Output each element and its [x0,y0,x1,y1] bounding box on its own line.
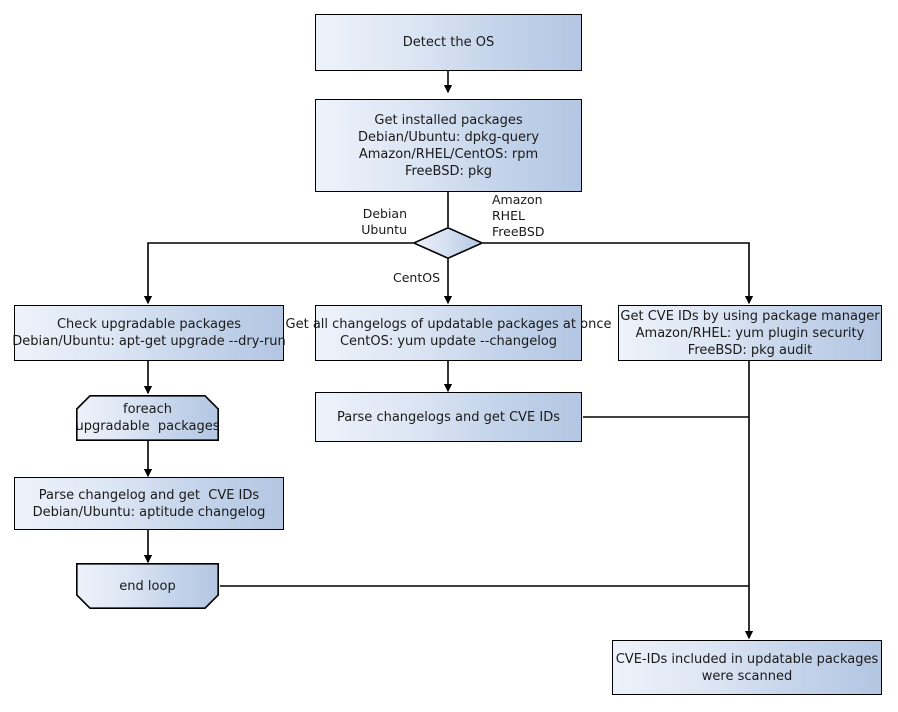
node-parse-changelogs-centos[interactable]: Parse changelogs and get CVE IDs [315,392,582,442]
edge-label-centos: CentOS [392,270,440,285]
diamond-outline [413,227,483,259]
node-get-cve-package-manager-label: Get CVE IDs by using package manager Ama… [620,308,880,358]
edge-label-debian-ubuntu: Debian Ubuntu [361,206,407,237]
node-parse-changelog-debian-label: Parse changelog and get CVE IDs Debian/U… [32,487,266,520]
node-scanned-result-label: CVE-IDs included in updatable packages w… [615,651,879,684]
edge-label-amazon-rhel-freebsd: Amazon RHEL FreeBSD [492,192,545,239]
node-check-upgradable-packages[interactable]: Check upgradable packages Debian/Ubuntu:… [12,305,286,361]
node-foreach-upgradable-packages-label: foreach upgradable packages [75,402,220,434]
node-get-cve-package-manager[interactable]: Get CVE IDs by using package manager Ama… [618,305,882,361]
edge-decision-left [143,242,413,305]
node-end-loop[interactable]: end loop [76,563,219,609]
node-get-all-changelogs-label: Get all changelogs of updatable packages… [285,317,612,349]
node-get-installed-packages-label: Get installed packages Debian/Ubuntu: dp… [357,112,540,179]
node-get-installed-packages[interactable]: Get installed packages Debian/Ubuntu: dp… [315,99,582,192]
node-end-loop-label: end loop [119,578,176,594]
edge-decision-right [483,242,754,305]
node-foreach-upgradable-packages[interactable]: foreach upgradable packages [75,395,220,441]
node-scanned-result[interactable]: CVE-IDs included in updatable packages w… [612,640,882,695]
node-detect-os-label: Detect the OS [402,35,495,50]
node-get-all-changelogs[interactable]: Get all changelogs of updatable packages… [286,305,611,361]
node-parse-changelog-debian[interactable]: Parse changelog and get CVE IDs Debian/U… [14,477,284,530]
node-detect-os[interactable]: Detect the OS [315,14,582,71]
node-check-upgradable-packages-label: Check upgradable packages Debian/Ubuntu:… [12,317,286,349]
node-os-decision[interactable] [413,227,483,259]
node-parse-changelogs-centos-label: Parse changelogs and get CVE IDs [336,409,561,425]
